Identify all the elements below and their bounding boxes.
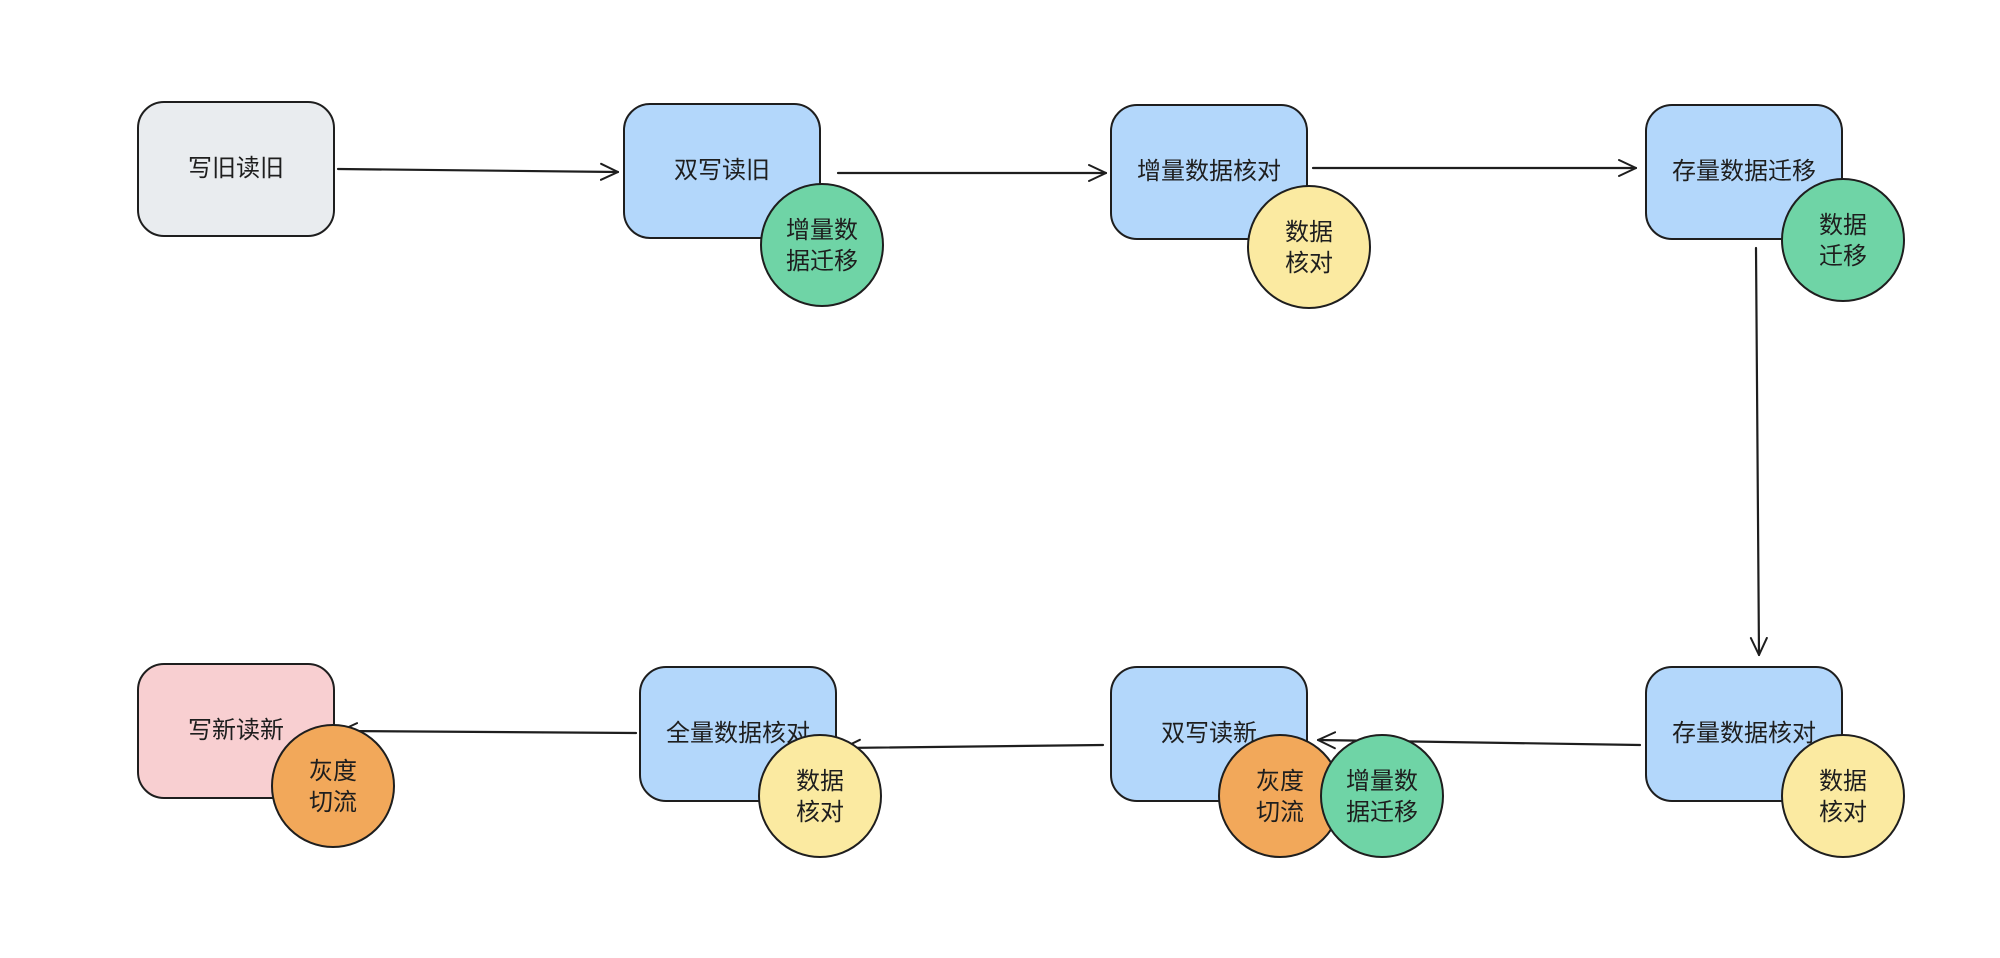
- badge-b4: 数据核对: [1781, 734, 1905, 858]
- badge-circle: [760, 183, 884, 307]
- node-n1: 写旧读旧: [137, 101, 335, 237]
- node-label: 增量数据核对: [1137, 157, 1281, 185]
- badge-circle: [758, 734, 882, 858]
- badge-label-line: 据迁移: [1346, 798, 1418, 826]
- badge-label-line: 切流: [1256, 798, 1304, 826]
- badge-label-line: 数据: [1285, 218, 1333, 246]
- edge-arrow-n7-n8: [338, 722, 638, 741]
- node-box: [623, 103, 821, 239]
- node-label: 写新读新: [188, 716, 284, 744]
- node-n3: 增量数据核对: [1110, 104, 1308, 240]
- badge-b3: 数据迁移: [1781, 178, 1905, 302]
- badge-circle: [271, 724, 395, 848]
- badge-b2: 数据核对: [1247, 185, 1371, 309]
- node-label: 双写读旧: [674, 156, 770, 184]
- badge-label-line: 核对: [1285, 249, 1333, 277]
- badge-label-line: 核对: [796, 798, 844, 826]
- edge-arrow-n1-n2: [336, 162, 620, 181]
- badge-circle: [1781, 178, 1905, 302]
- badge-label-line: 迁移: [1819, 242, 1867, 270]
- badge-label-line: 增量数: [786, 216, 858, 244]
- node-label: 写旧读旧: [188, 154, 284, 182]
- node-label: 存量数据核对: [1672, 719, 1816, 747]
- badge-label-line: 核对: [1819, 798, 1867, 826]
- node-box: [137, 101, 335, 237]
- node-label: 存量数据迁移: [1672, 157, 1816, 185]
- node-n2: 双写读旧: [623, 103, 821, 239]
- badge-label-line: 数据: [1819, 211, 1867, 239]
- badge-label-line: 数据: [1819, 767, 1867, 795]
- edges-layer: [336, 159, 1768, 757]
- badge-label-line: 增量数: [1346, 767, 1418, 795]
- node-label: 双写读新: [1161, 719, 1257, 747]
- badge-circle: [1247, 185, 1371, 309]
- badge-label-line: 灰度: [1256, 767, 1304, 795]
- node-label: 全量数据核对: [666, 719, 810, 747]
- badge-circle: [1320, 734, 1444, 858]
- badge-label-line: 据迁移: [786, 247, 858, 275]
- badge-label-line: 灰度: [309, 757, 357, 785]
- badge-label-line: 切流: [309, 788, 357, 816]
- badge-circle: [1781, 734, 1905, 858]
- badge-label-line: 数据: [796, 767, 844, 795]
- edge-arrow-n4-n5: [1749, 246, 1768, 657]
- edge-arrow-n6-n7: [841, 738, 1105, 757]
- badge-b7: 数据核对: [758, 734, 882, 858]
- node-box: [1110, 104, 1308, 240]
